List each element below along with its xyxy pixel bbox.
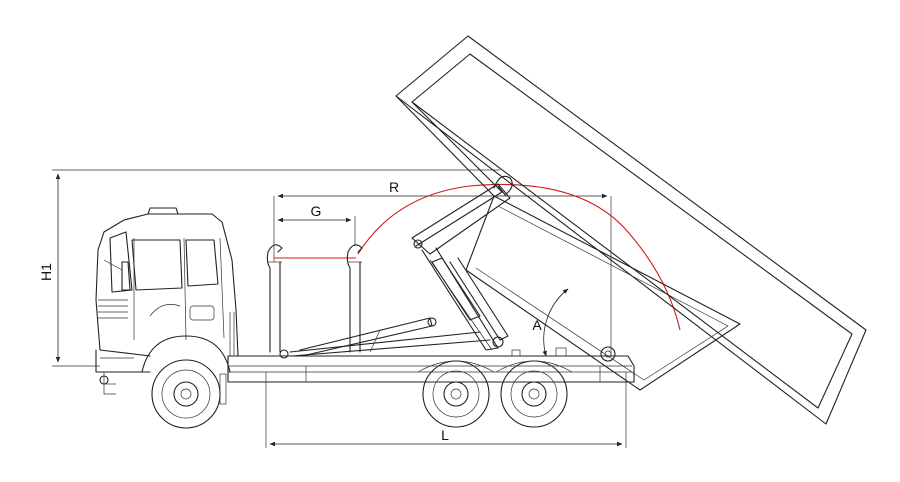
h1-label: H1 xyxy=(38,263,54,281)
rear-wheel-1 xyxy=(422,360,490,428)
r-label: R xyxy=(389,179,399,195)
r-dimension: R xyxy=(273,179,612,356)
rear-wheel-2 xyxy=(500,360,568,428)
rear-fender xyxy=(417,360,573,373)
l-dimension: L xyxy=(265,372,627,448)
tipped-container xyxy=(395,35,867,425)
g-dimension: G xyxy=(277,203,356,246)
h1-dimension: H1 xyxy=(38,169,500,367)
hook-path-arc xyxy=(274,183,681,331)
a-angle-dimension: A xyxy=(498,288,600,357)
l-label: L xyxy=(441,427,449,443)
front-wheel xyxy=(141,335,231,429)
hook-arm xyxy=(289,183,567,357)
truck-cab xyxy=(95,207,239,405)
chassis xyxy=(227,346,635,383)
g-label: G xyxy=(311,203,322,219)
a-label: A xyxy=(532,317,542,333)
hook-posts xyxy=(266,244,363,353)
